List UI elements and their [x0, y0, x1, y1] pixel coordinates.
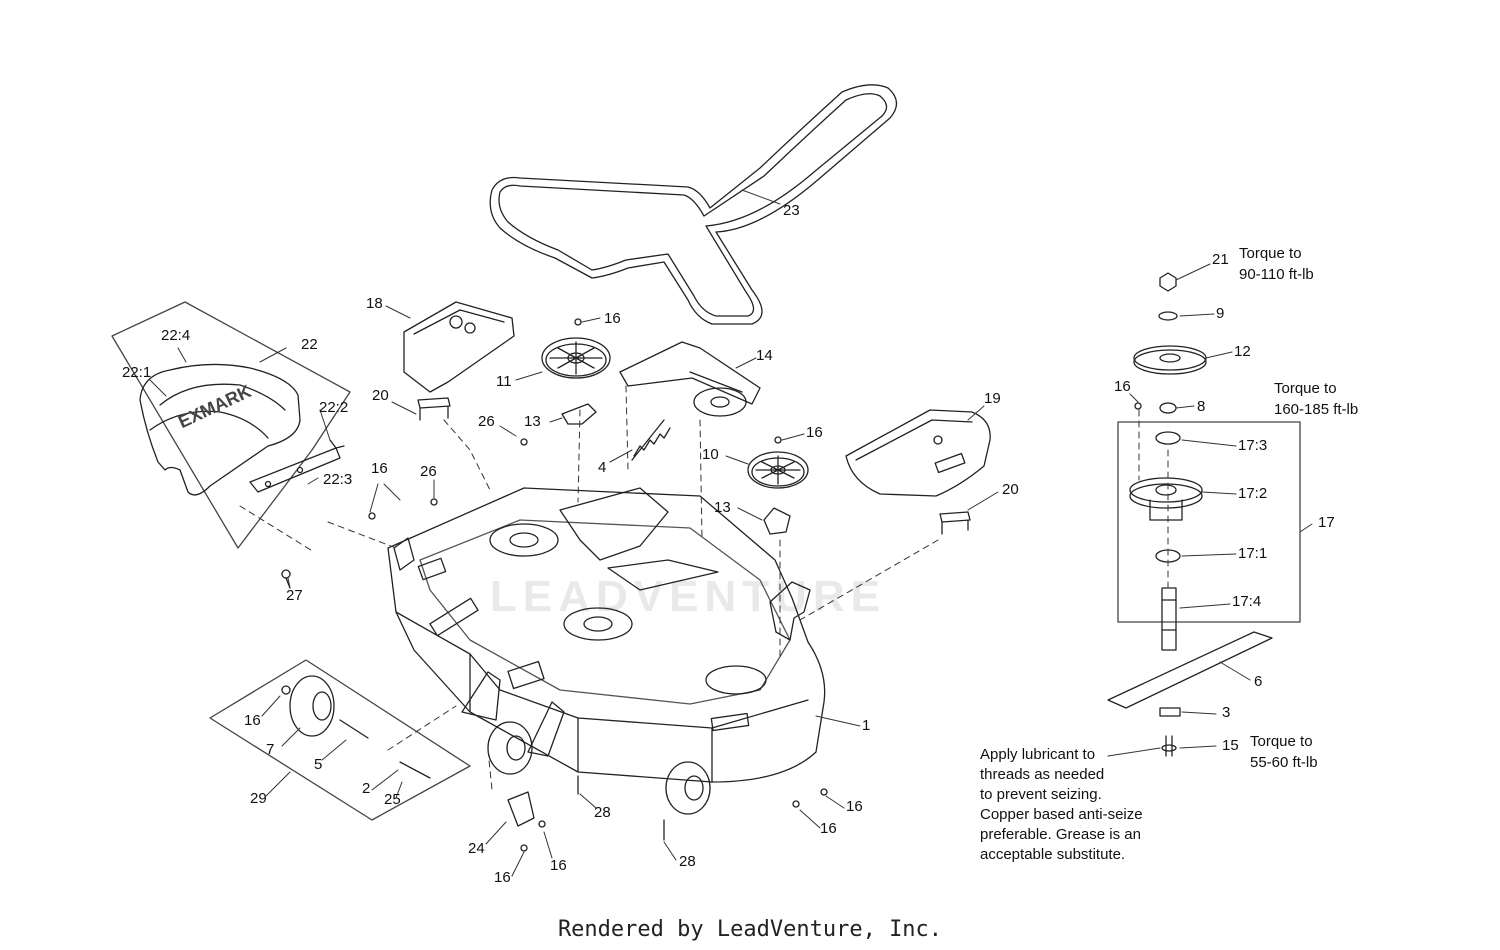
callout-22-1: 22:1 [122, 364, 152, 381]
callout-23: 23 [783, 202, 800, 219]
callout-25: 25 [384, 791, 401, 808]
callout-17: 17 [1318, 514, 1335, 531]
callout-26-upper: 26 [478, 413, 495, 430]
cone-13b [763, 507, 791, 535]
callout-28-upper: 28 [594, 804, 611, 821]
assembly-lines [239, 385, 1169, 791]
callout-12: 12 [1234, 343, 1251, 360]
callout-16-caster: 16 [244, 712, 261, 729]
callout-19: 19 [984, 390, 1001, 407]
callout-11: 11 [496, 373, 512, 390]
note-torque-8: Torque to 160-185 ft-lb [1274, 380, 1359, 418]
callout-17-3: 17:3 [1238, 437, 1268, 454]
callout-15: 15 [1222, 737, 1239, 754]
callout-8: 8 [1197, 398, 1206, 415]
callout-22-3: 22:3 [323, 471, 353, 488]
callout-21: 21 [1212, 251, 1229, 268]
callout-16-left: 16 [371, 460, 388, 477]
bracket-20b [939, 511, 971, 535]
callout-16-bottom-a: 16 [550, 857, 567, 874]
callout-16-bottom-d: 16 [820, 820, 837, 837]
callout-13-lower: 13 [714, 499, 731, 516]
callout-22-4: 22:4 [161, 327, 191, 344]
nuts-and-bolts [281, 318, 1142, 852]
mower-deck [387, 487, 826, 783]
cone-13a [561, 403, 597, 425]
callout-4: 4 [598, 459, 607, 476]
callout-16-bottom-b: 16 [494, 869, 511, 886]
deck-wheels [487, 721, 711, 815]
note-torque-15: Torque to 55-60 ft-lb [1250, 733, 1318, 771]
callout-24: 24 [468, 840, 485, 857]
group-box-17 [1117, 421, 1301, 623]
bracket-20a [417, 397, 451, 421]
group-box-22 [111, 301, 351, 549]
callout-29: 29 [250, 790, 267, 807]
note-torque-21: Torque to 90-110 ft-lb [1239, 245, 1314, 283]
callout-13-upper: 13 [524, 413, 541, 430]
belt-shield-left [403, 301, 515, 393]
callout-14: 14 [756, 347, 773, 364]
cover-bracket-22-2 [249, 439, 345, 493]
callout-16-bottom-c: 16 [846, 798, 863, 815]
footer-credit: Rendered by LeadVenture, Inc. [557, 917, 943, 942]
callout-5: 5 [314, 756, 323, 773]
idler-pulley-11 [541, 337, 611, 379]
note-lubricant: Apply lubricant to threads as needed to … [980, 746, 1143, 863]
belt-shield-right [845, 409, 991, 497]
belt-cover-left: EXMARK [139, 363, 301, 496]
callout-20-right: 20 [1002, 481, 1019, 498]
callout-18: 18 [366, 295, 383, 312]
callout-26-lower: 26 [420, 463, 437, 480]
callout-28-lower: 28 [679, 853, 696, 870]
callout-2: 2 [362, 780, 371, 797]
callout-17-1: 17:1 [1238, 545, 1268, 562]
svg-text:EXMARK: EXMARK [175, 381, 254, 432]
callout-6: 6 [1254, 673, 1263, 690]
callout-7: 7 [266, 741, 275, 758]
callout-17-4: 17:4 [1232, 593, 1262, 610]
callout-16-top: 16 [604, 310, 621, 327]
callout-1: 1 [862, 717, 871, 734]
leader-lines [149, 189, 1313, 877]
spindle-assembly [1107, 272, 1273, 757]
idler-arm [619, 341, 761, 417]
callout-16-mid: 16 [806, 424, 823, 441]
callout-17-2: 17:2 [1238, 485, 1268, 502]
spring-4 [631, 419, 671, 461]
drive-belt [489, 84, 898, 325]
group-box-29 [209, 659, 471, 821]
callout-22-2: 22:2 [319, 399, 349, 416]
idler-pulley-10 [747, 451, 809, 489]
callout-16-spindle: 16 [1114, 378, 1131, 395]
callout-20-left: 20 [372, 387, 389, 404]
callout-10: 10 [702, 446, 719, 463]
callout-22: 22 [301, 336, 318, 353]
callout-9: 9 [1216, 305, 1225, 322]
caster-wheel [289, 675, 431, 779]
callout-27: 27 [286, 587, 303, 604]
callout-3: 3 [1222, 704, 1231, 721]
